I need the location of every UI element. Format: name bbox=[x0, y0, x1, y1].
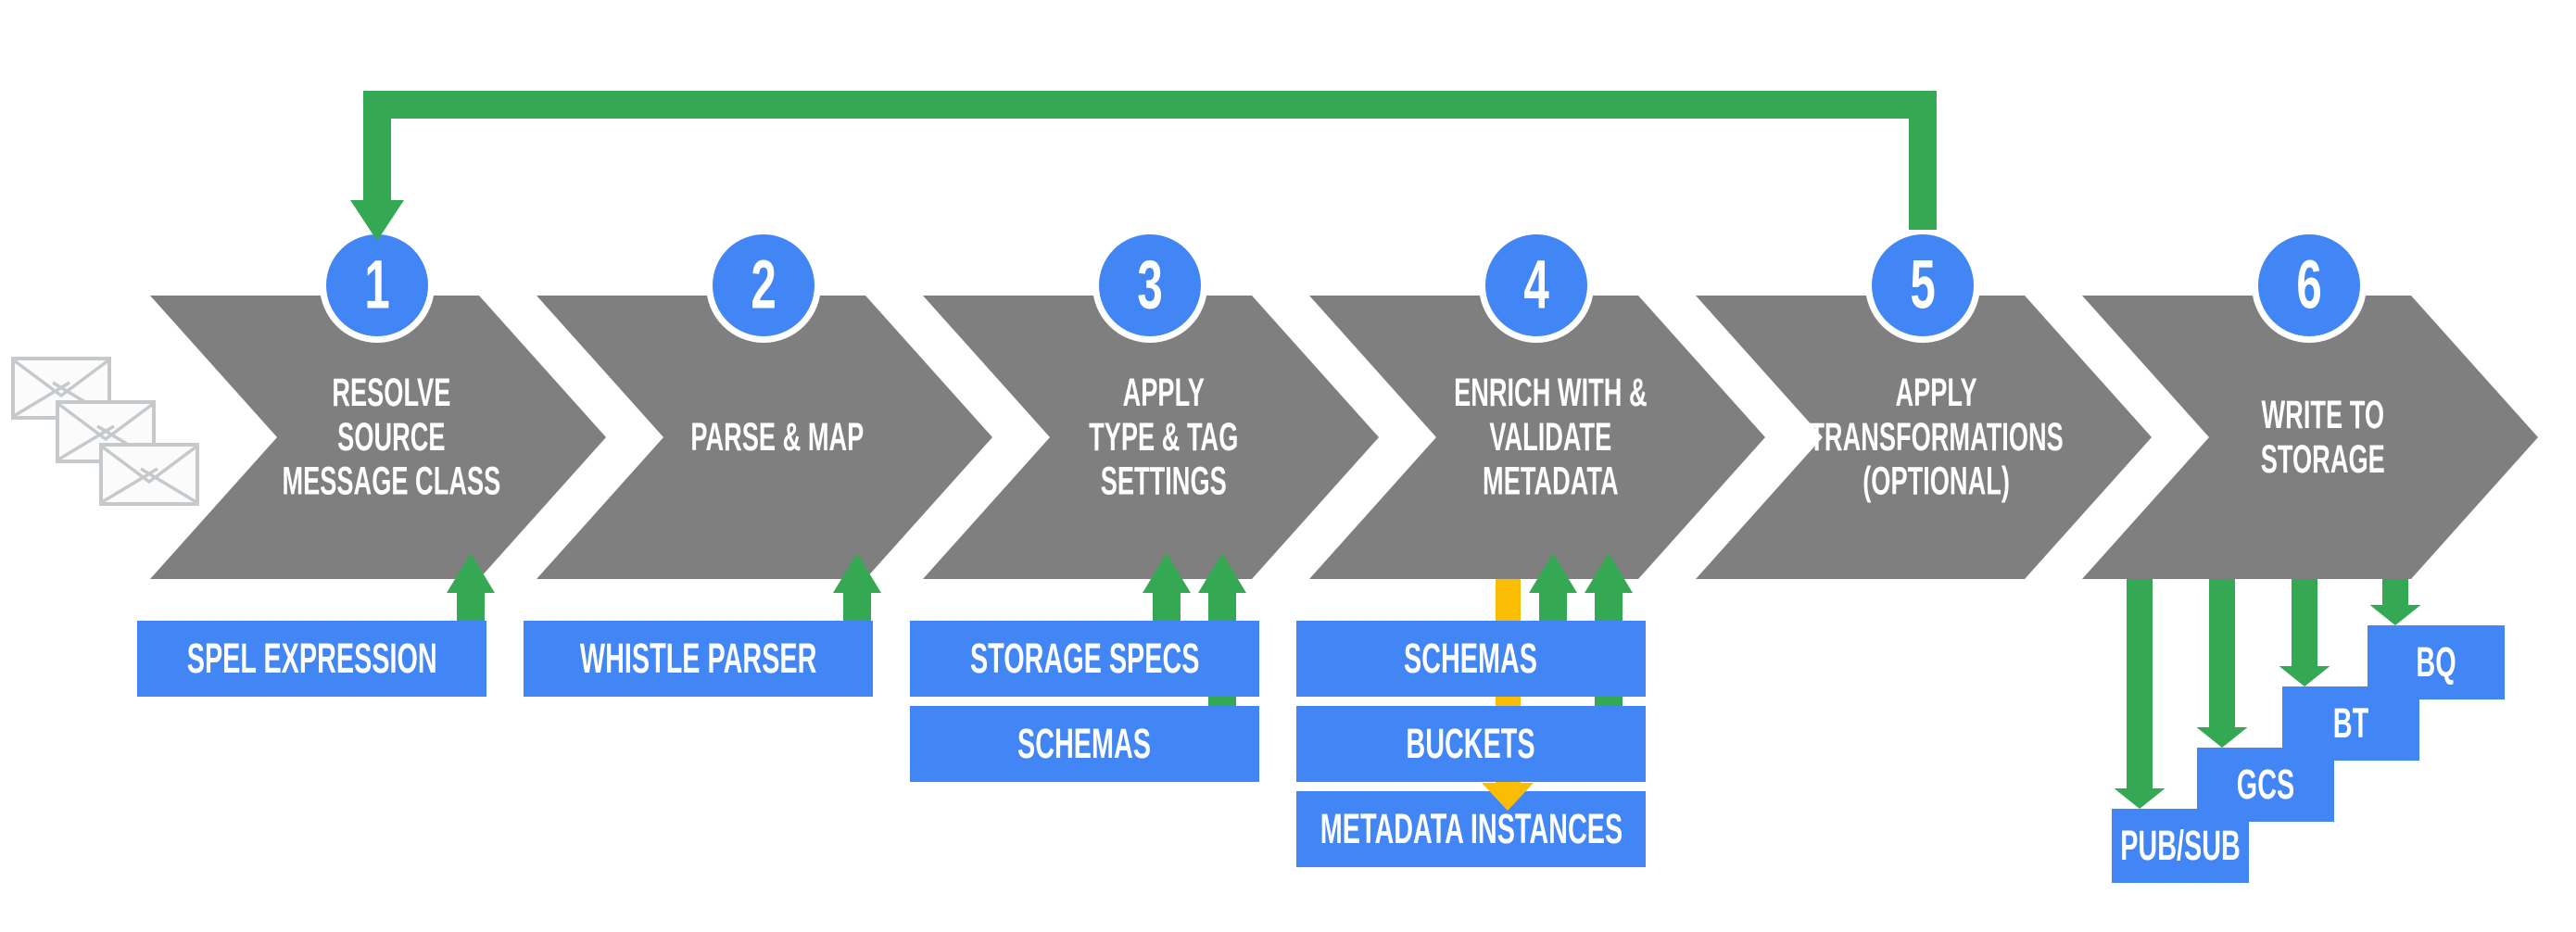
step-number: 1 bbox=[364, 246, 390, 323]
output-box-bt: BT bbox=[2282, 686, 2419, 761]
input-box-label: STORAGE SPECS bbox=[969, 634, 1200, 683]
output-box-label: BT bbox=[2332, 699, 2369, 748]
input-box-label: WHISTLE PARSER bbox=[579, 634, 817, 683]
down-arrow-gcs-head bbox=[2196, 727, 2248, 748]
input-box-storage-specs: STORAGE SPECS bbox=[910, 621, 1259, 697]
feedback-loop-left-arm bbox=[363, 91, 391, 200]
down-arrow-gcs-shaft bbox=[2209, 579, 2235, 727]
output-box-label: BQ bbox=[2416, 637, 2456, 686]
feedback-loop-bar bbox=[363, 91, 1937, 119]
step-circle-3: 3 bbox=[1092, 228, 1207, 343]
down-arrow-bq-head bbox=[2369, 605, 2421, 625]
input-box-schemas: SCHEMAS bbox=[910, 706, 1259, 782]
input-box-label: SCHEMAS bbox=[1017, 719, 1152, 768]
output-box-pub-sub: PUB/SUB bbox=[2112, 809, 2249, 883]
output-box-label: PUB/SUB bbox=[2120, 821, 2241, 870]
down-arrow-bt-shaft bbox=[2292, 579, 2317, 666]
input-box-whistle-parser: WHISTLE PARSER bbox=[524, 621, 873, 697]
envelopes-icon bbox=[0, 0, 199, 506]
down-arrow-pub-sub-shaft bbox=[2127, 579, 2153, 788]
step-number: 3 bbox=[1137, 246, 1163, 323]
up-arrow-step3-a-shaft bbox=[1153, 593, 1181, 621]
envelope-icon bbox=[99, 443, 199, 506]
step-number: 5 bbox=[1910, 246, 1936, 323]
step-number: 4 bbox=[1523, 246, 1549, 323]
down-arrow-pub-sub-head bbox=[2114, 788, 2166, 809]
step-circle-4: 4 bbox=[1479, 228, 1594, 343]
step-circle-6: 6 bbox=[2252, 228, 2367, 343]
output-box-label: GCS bbox=[2236, 760, 2295, 809]
down-arrow-bt-head bbox=[2279, 666, 2330, 686]
input-box-spel-expression: SPEL EXPRESSION bbox=[137, 621, 486, 697]
down-arrow-bq-shaft bbox=[2382, 579, 2408, 605]
up-arrow-step1-shaft bbox=[457, 593, 485, 621]
step-circle-2: 2 bbox=[706, 228, 821, 343]
up-arrow-step2-shaft bbox=[843, 593, 871, 621]
input-box-buckets: BUCKETS bbox=[1296, 706, 1646, 782]
feedback-loop-right-arm bbox=[1909, 91, 1937, 230]
input-box-label: SCHEMAS bbox=[1404, 634, 1538, 683]
up-arrow-step4-a-shaft bbox=[1539, 593, 1567, 621]
step-number: 2 bbox=[751, 246, 777, 323]
input-box-metadata-instances: METADATA INSTANCES bbox=[1296, 791, 1646, 867]
step-circle-1: 1 bbox=[320, 228, 435, 343]
input-box-label: SPEL EXPRESSION bbox=[186, 634, 437, 683]
input-box-label: METADATA INSTANCES bbox=[1320, 804, 1623, 853]
step-circle-5: 5 bbox=[1865, 228, 1980, 343]
input-box-schemas: SCHEMAS bbox=[1296, 621, 1646, 697]
step-number: 6 bbox=[2296, 246, 2322, 323]
input-box-label: BUCKETS bbox=[1406, 719, 1536, 768]
output-box-bq: BQ bbox=[2368, 625, 2505, 699]
